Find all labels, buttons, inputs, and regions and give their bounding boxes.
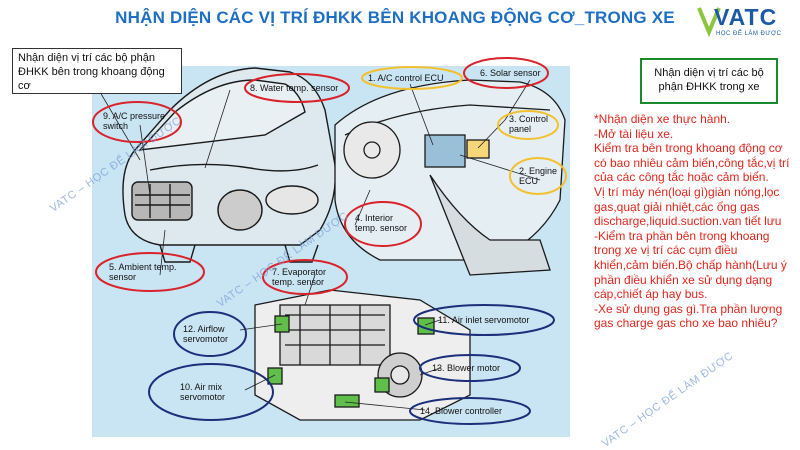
ring-8	[244, 73, 350, 103]
logo-tagline: HỌC ĐỂ LÀM ĐƯỢC	[716, 31, 782, 37]
label-interior-temp-sensor: 4. Interior temp. sensor	[355, 213, 408, 233]
ring-12	[173, 311, 247, 357]
label-solar-sensor: 6. Solar sensor	[480, 68, 541, 78]
ring-10	[148, 363, 274, 421]
ring-13	[419, 354, 521, 382]
label-ac-pressure-switch: 9. A/C pressure switch	[103, 111, 166, 131]
ring-6	[463, 57, 549, 89]
label-ac-control-ecu: 1. A/C control ECU	[368, 73, 444, 83]
in-car-note: Nhận diện vị trí các bộ phận ĐHKK trong …	[640, 58, 778, 104]
hvac-unit-illustration	[254, 289, 471, 421]
label-blower-motor: 13. Blower motor	[432, 363, 501, 373]
ring-7	[262, 259, 348, 295]
label-air-mix-servomotor: 10. Air mix servomotor	[180, 382, 226, 402]
ring-3	[497, 110, 559, 140]
vatc-logo	[697, 7, 721, 38]
logo-name: VATC	[714, 4, 778, 30]
ring-9	[92, 101, 182, 143]
label-control-panel: 3. Control panel	[509, 114, 549, 134]
label-evaporator-temp-sensor: 7. Evaporator temp. sensor	[272, 267, 327, 287]
ring-2	[509, 157, 567, 195]
ring-5	[95, 252, 205, 292]
ring-14	[409, 397, 531, 425]
label-air-inlet-servomotor: 11. Air inlet servomotor	[438, 315, 530, 325]
label-ambient-temp-sensor: 5. Ambient temp. sensor	[109, 262, 177, 282]
instructions-text: *Nhận diện xe thực hành. -Mở tài liệu xe…	[594, 112, 790, 331]
ring-4	[344, 201, 422, 247]
label-blower-controller: 14. Blower controller	[420, 406, 503, 416]
label-airflow-servomotor: 12. Airflow servomotor	[183, 324, 229, 344]
engine-bay-note: Nhận diện vị trí các bộ phận ĐHKK bên tr…	[12, 48, 182, 94]
label-engine-ecu: 2. Engine ECU	[519, 166, 558, 186]
ring-1	[361, 66, 463, 90]
label-water-temp-sensor: 8. Water temp. sensor	[250, 83, 339, 93]
car-front-illustration	[122, 67, 337, 263]
page-title: NHẬN DIỆN CÁC VỊ TRÍ ĐHKK BÊN KHOANG ĐỘN…	[115, 8, 675, 27]
ring-11	[413, 304, 555, 336]
dashboard-illustration	[334, 79, 566, 276]
